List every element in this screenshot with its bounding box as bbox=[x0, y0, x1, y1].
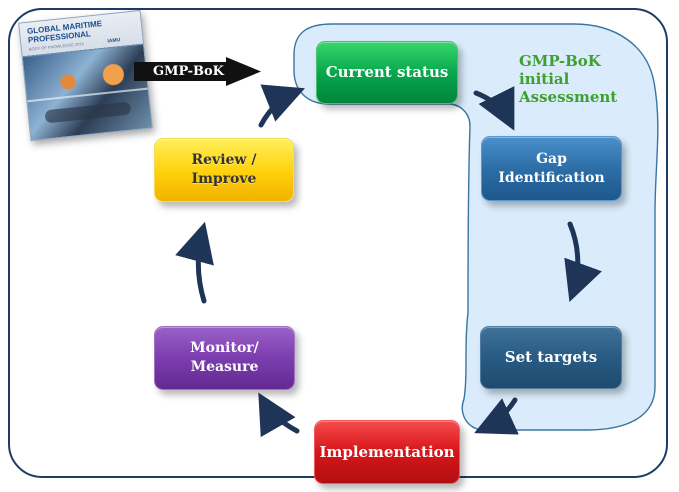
gap-identification-box: Gap Identification bbox=[481, 136, 622, 201]
review-improve-box: Review / Improve bbox=[154, 138, 294, 202]
gmp-bok-label: GMP-BoK bbox=[153, 64, 224, 79]
set-targets-box: Set targets bbox=[480, 326, 622, 389]
right-arrow-icon bbox=[134, 57, 261, 86]
book-logo: IAMU bbox=[107, 37, 121, 45]
implementation-box: Implementation bbox=[314, 420, 460, 484]
monitor-measure-box: Monitor/ Measure bbox=[154, 326, 295, 390]
initial-assessment-label: GMP-BoK initial Assessment bbox=[519, 52, 618, 106]
maritime-photo bbox=[22, 44, 152, 141]
current-status-box: Current status bbox=[316, 41, 458, 104]
maritime-book-cover: GLOBAL MARITIME PROFESSIONAL BODY OF KNO… bbox=[18, 9, 153, 142]
